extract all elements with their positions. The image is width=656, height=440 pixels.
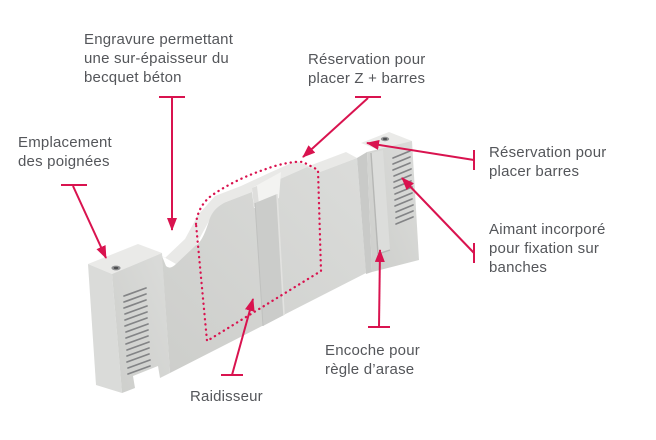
encoche-channel-shadow-left: [370, 152, 379, 255]
encoche-channel: [371, 150, 390, 254]
right-block-side-strip: [357, 152, 372, 274]
left-vent-slots: [123, 287, 151, 375]
label-emplacement-poignees: Emplacement des poignées: [18, 134, 112, 170]
arrow-emplacement-poignees: [61, 184, 107, 259]
top-notch-shade: [252, 186, 259, 207]
label-reservation-barres: Réservation pour placer barres: [489, 144, 607, 180]
bar-top-face: [151, 152, 357, 264]
arrow-encoche-regle: [368, 249, 390, 328]
right-handle-hole: [380, 136, 390, 142]
arrow-engravure: [159, 96, 185, 231]
label-encoche-regle: Encoche pour règle d’arase: [325, 342, 420, 378]
label-raidisseur: Raidisseur: [190, 388, 263, 405]
left-block-top-face: [88, 244, 162, 274]
arrow-reservation-z-barres: [302, 96, 381, 158]
arrow-raidisseur: [221, 298, 255, 376]
left-block-cap-face: [88, 264, 122, 393]
raidisseur-rib-highlight: [276, 193, 285, 316]
formwork-3d-object: [88, 132, 419, 393]
raidisseur-rib-shadow: [254, 202, 264, 327]
engraving-dotted-outline: [194, 160, 323, 343]
raidisseur-rib: [255, 194, 284, 326]
arrow-reservation-barres: [366, 139, 475, 170]
left-block-front-face: [112, 253, 170, 393]
label-engravure: Engravure permettant une sur-épaisseur d…: [84, 31, 234, 86]
left-handle-hole: [111, 265, 121, 271]
label-aimant-incorpore: Aimant incorporé pour fixation sur banch…: [489, 221, 606, 276]
arrow-aimant-incorpore: [401, 177, 475, 263]
label-reservation-z-barres: Réservation pour placer Z + barres: [308, 51, 426, 87]
